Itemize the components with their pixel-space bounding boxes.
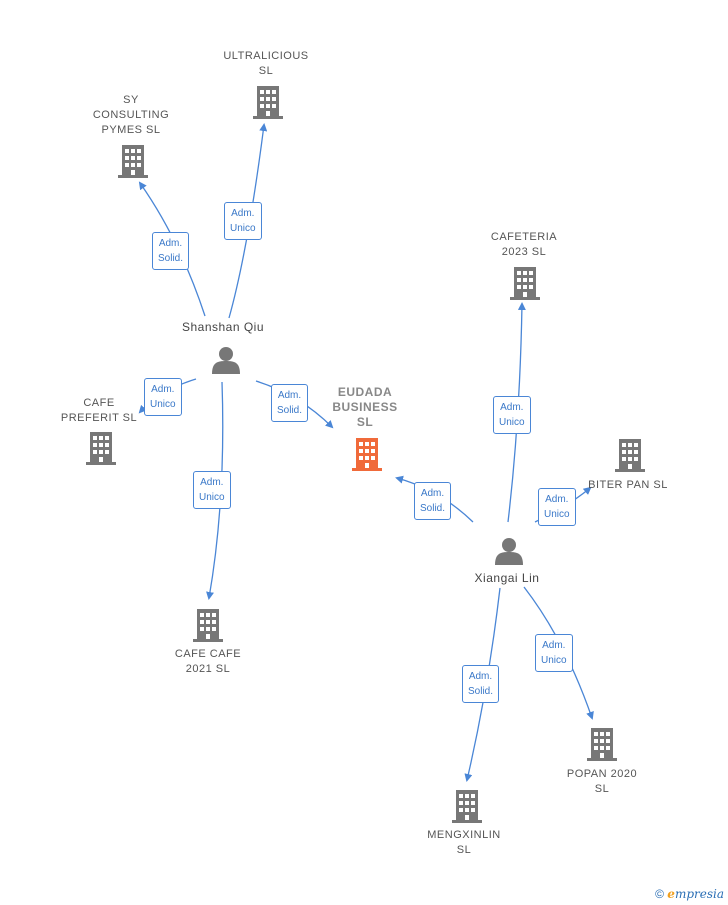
building-icon: [587, 728, 617, 761]
building-icon: [510, 267, 540, 300]
building-icon: [352, 438, 382, 471]
person-label-xiangai[interactable]: Xiangai Lin: [474, 571, 540, 585]
person-icon: [212, 347, 240, 374]
building-icon: [118, 145, 148, 178]
company-label-ultralicious[interactable]: ULTRALICIOUS SL: [223, 50, 309, 77]
edge-label-adm-unico: Adm. Unico: [193, 471, 231, 509]
person-label-shanshan[interactable]: Shanshan Qiu: [181, 320, 265, 334]
edge-label-adm-solid: Adm. Solid.: [414, 482, 452, 520]
edge-label-adm-solid: Adm. Solid.: [152, 232, 190, 270]
company-label-cafe-preferit[interactable]: CAFE PREFERIT SL: [60, 397, 138, 424]
company-label-eudada[interactable]: EUDADA BUSINESS SL: [332, 385, 398, 429]
company-label-popan[interactable]: POPAN 2020 SL: [566, 768, 638, 795]
company-label-biter-pan[interactable]: BITER PAN SL: [588, 479, 668, 491]
edge-label-adm-unico: Adm. Unico: [538, 488, 576, 526]
edge-label-adm-unico: Adm. Unico: [224, 202, 262, 240]
company-label-cafeteria[interactable]: CAFETERIA 2023 SL: [490, 231, 558, 258]
edge-label-adm-solid: Adm. Solid.: [462, 665, 500, 703]
building-icon: [86, 432, 116, 465]
building-icon: [193, 609, 223, 642]
person-icon: [495, 538, 523, 565]
company-label-sy-consulting[interactable]: SY CONSULTING PYMES SL: [92, 94, 170, 136]
building-icon: [615, 439, 645, 472]
edge-label-adm-unico: Adm. Unico: [535, 634, 573, 672]
company-label-cafe-cafe[interactable]: CAFE CAFE 2021 SL: [174, 648, 242, 675]
building-icon: [452, 790, 482, 823]
footer-brand: © empresia: [655, 887, 724, 901]
copyright-icon: ©: [655, 887, 664, 901]
empresia-logo: empresia: [667, 887, 724, 901]
edge-label-adm-unico: Adm. Unico: [493, 396, 531, 434]
company-label-mengxinlin[interactable]: MENGXINLIN SL: [427, 829, 501, 856]
building-icon: [253, 86, 283, 119]
edge-label-adm-unico: Adm. Unico: [144, 378, 182, 416]
edge-label-adm-solid: Adm. Solid.: [271, 384, 309, 422]
